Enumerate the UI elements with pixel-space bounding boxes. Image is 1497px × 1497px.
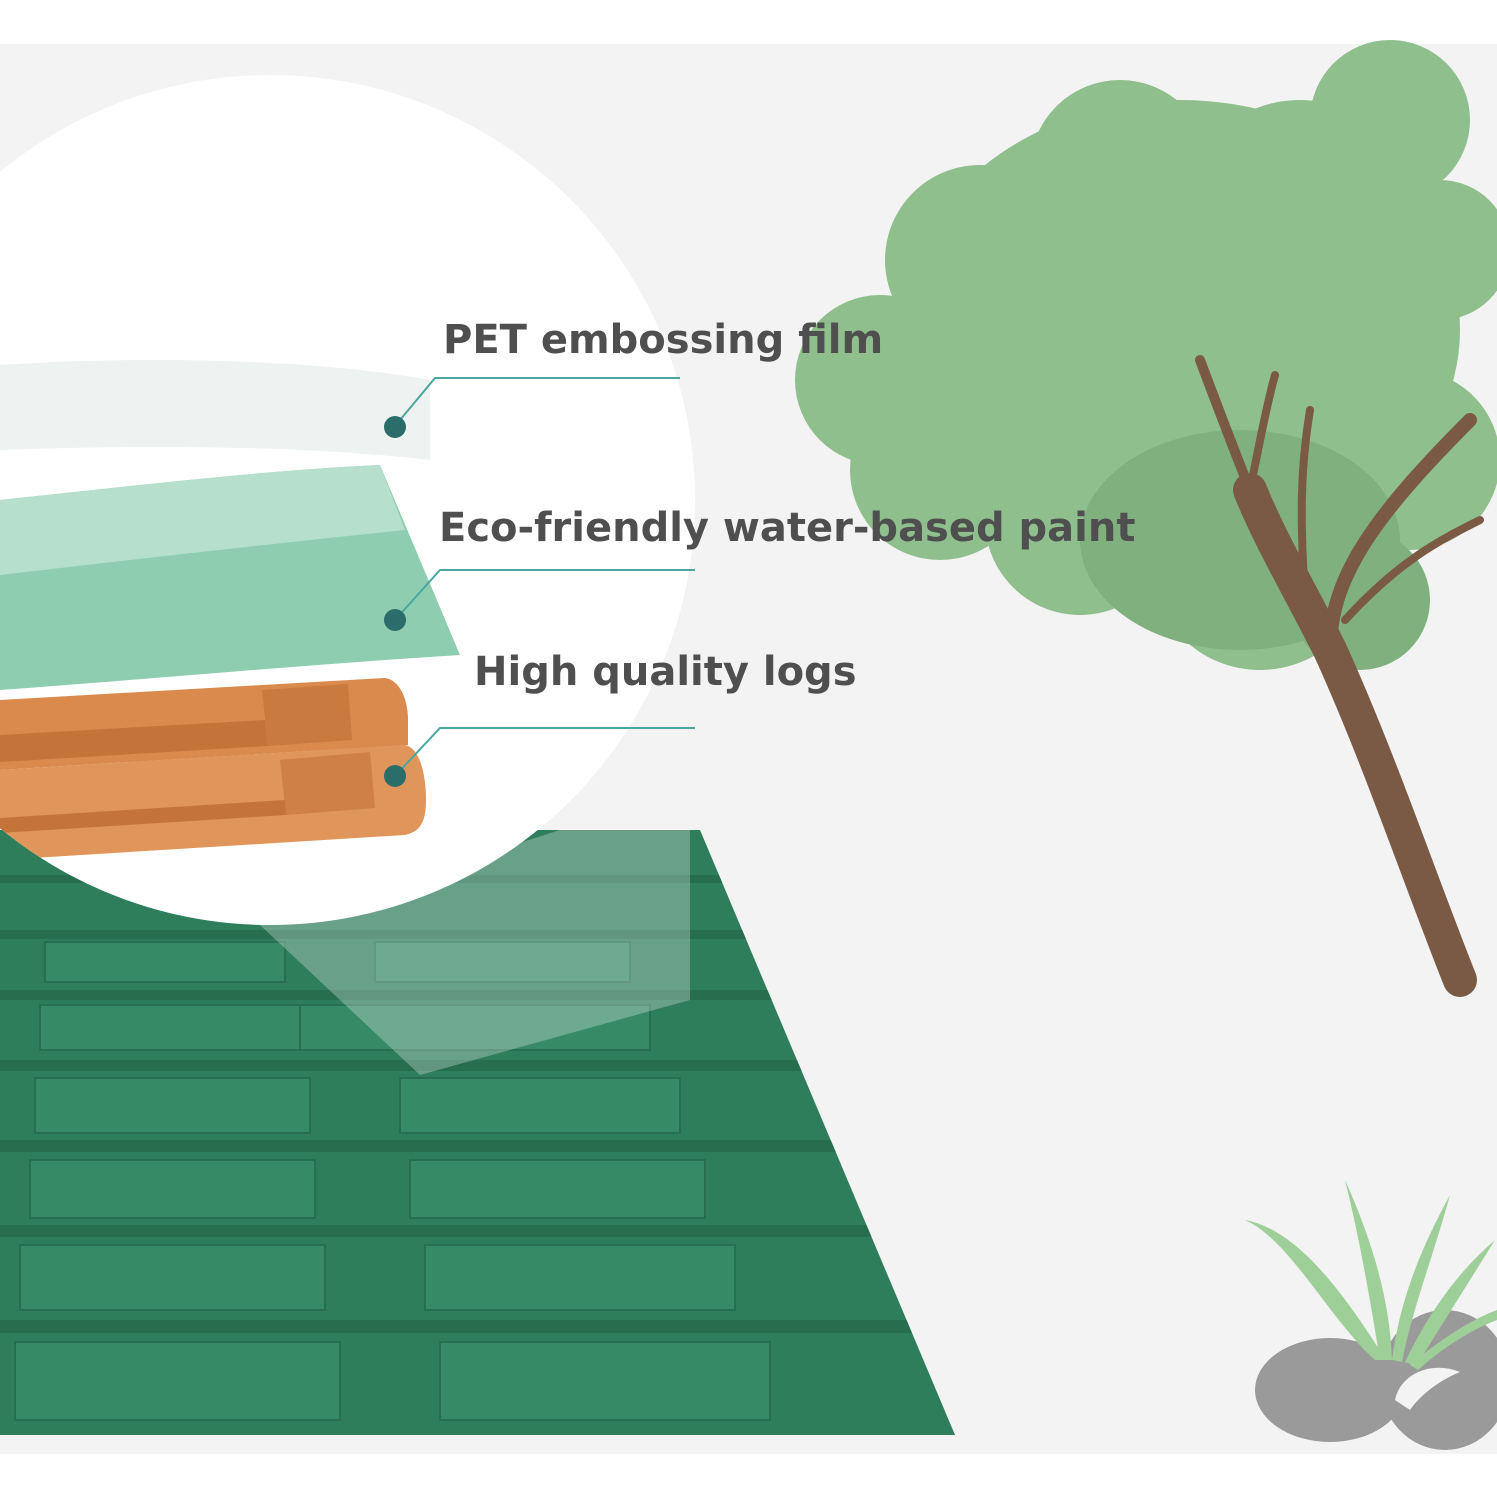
rock-highlight [1395,1367,1460,1410]
pet-film-layer [0,360,430,460]
plank-grooves [0,875,955,1333]
layer-cross-section [0,360,460,860]
brick-embossing [14,941,771,1421]
callout-label-pet-film: PET embossing film [443,317,884,363]
grass-and-rocks [1245,1180,1497,1450]
tree-illustration [795,40,1497,997]
tree-canopy [795,40,1497,670]
callout-leaders [394,377,695,777]
callout-dot-paint [384,609,406,631]
callout-dots [384,416,406,787]
leader-line-pet [394,377,680,427]
callout-label-paint: Eco-friendly water-based paint [439,505,1136,551]
leader-line-paint [394,569,695,621]
log-layer [0,678,426,860]
callout-dot-logs [384,765,406,787]
callout-dot-pet [384,416,406,438]
callout-label-logs: High quality logs [474,649,857,695]
grass-blades [1245,1180,1497,1370]
leader-line-logs [394,727,695,777]
tree-trunk [1195,355,1484,997]
paint-layer-highlight [0,465,405,575]
